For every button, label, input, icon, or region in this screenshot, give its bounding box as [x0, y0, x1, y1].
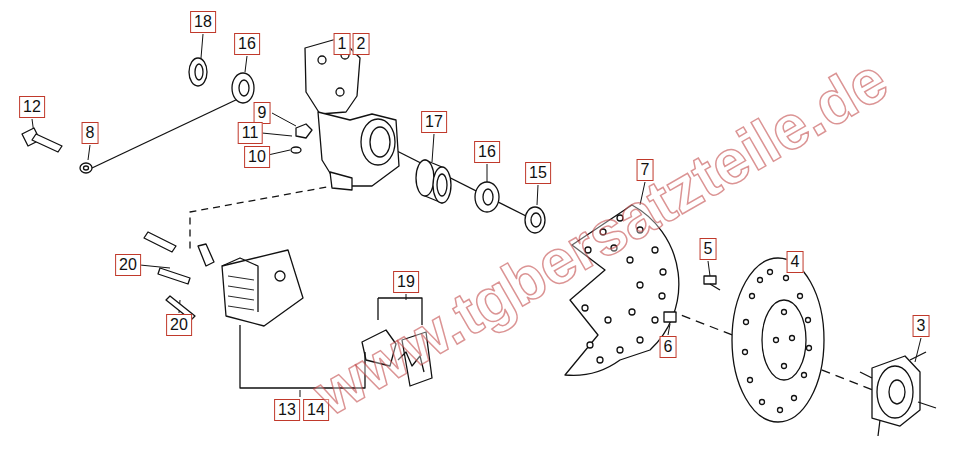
callout-number: 6 — [660, 336, 677, 358]
callout-number: 14 — [303, 399, 329, 421]
callout-number: 7 — [637, 159, 654, 181]
callout-number: 20 — [166, 314, 192, 336]
callout-number: 9 — [254, 102, 271, 124]
callout-number: 15 — [525, 162, 551, 184]
callout-number: 8 — [82, 122, 99, 144]
callout-number: 4 — [787, 251, 804, 273]
callout-number: 18 — [190, 11, 216, 33]
callout-number: 20 — [115, 254, 141, 276]
watermark: www.tgbersatzteile.de — [301, 43, 898, 429]
callout-number: 1 — [334, 33, 351, 55]
callout-number: 2 — [353, 33, 370, 55]
callout-number: 3 — [913, 315, 930, 337]
callout-number: 19 — [393, 271, 419, 293]
callout-number: 16 — [234, 33, 260, 55]
callout-number: 16 — [474, 141, 500, 163]
callout-number: 12 — [19, 96, 45, 118]
callout-number: 17 — [421, 111, 447, 133]
callout-number: 10 — [244, 146, 270, 168]
callout-number: 5 — [700, 238, 717, 260]
callout-number: 13 — [274, 399, 300, 421]
callout-number: 11 — [238, 122, 263, 144]
